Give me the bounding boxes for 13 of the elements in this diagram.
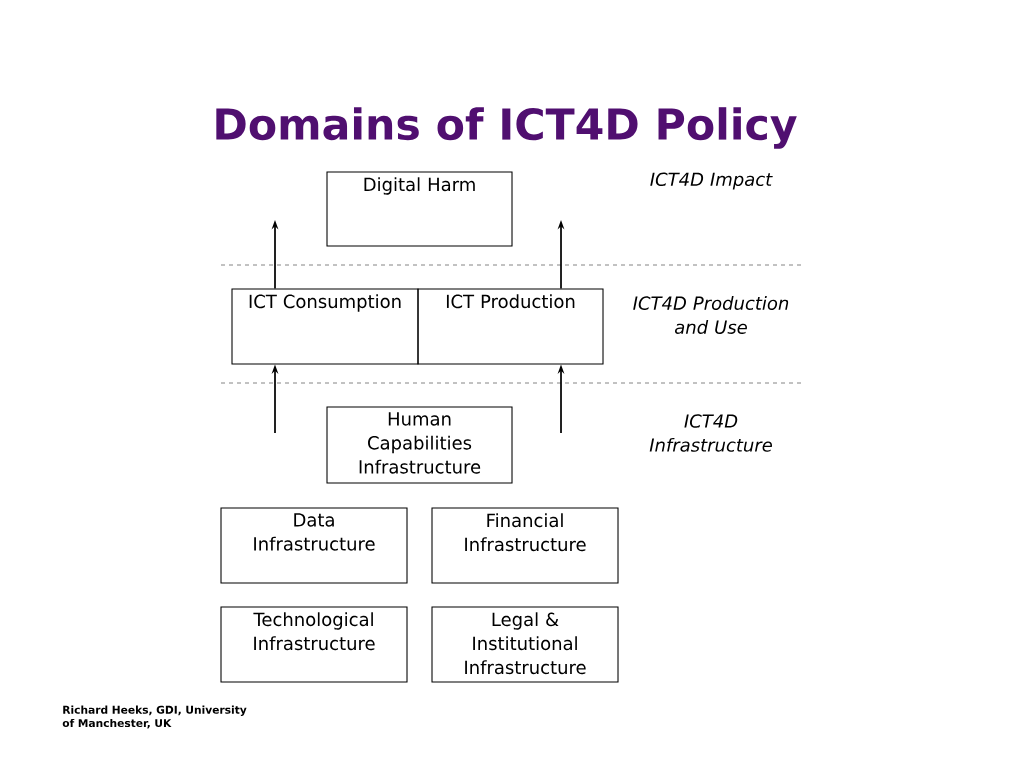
- layer-label: ICT4D Infrastructure: [649, 414, 772, 452]
- layer-label: ICT4D Impact: [650, 172, 773, 190]
- text-box: Technological Infrastructure: [220, 606, 408, 683]
- author-credit: Richard Heeks, GDI, University of Manchester, UK: [62, 705, 247, 729]
- title: Domains of ICT4D Policy: [216, 107, 797, 149]
- layer-label: ICT4D Production and Use: [633, 296, 789, 334]
- text-box: Human Capabilities Infrastructure: [326, 406, 513, 484]
- text-box: Financial Infrastructure: [431, 507, 619, 584]
- text-box: ICT Consumption: [231, 288, 419, 365]
- text-box: Legal & Institutional Infrastructure: [431, 606, 619, 683]
- text-box: ICT Production: [417, 288, 604, 365]
- text-box: Digital Harm: [326, 171, 513, 247]
- text-box: Data Infrastructure: [220, 507, 408, 584]
